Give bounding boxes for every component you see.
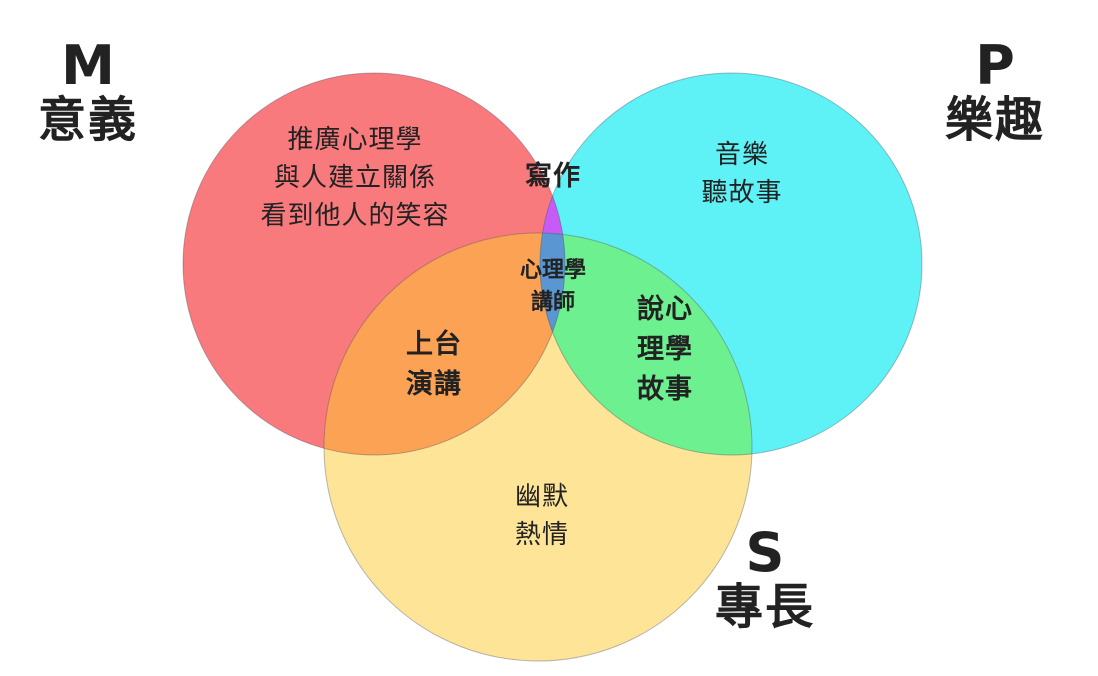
region-p-s-line: 說心: [637, 294, 693, 325]
region-m-s-line: 上台: [406, 329, 462, 360]
region-m-only-line: 看到他人的笑容: [260, 201, 450, 231]
region-p-s-line: 故事: [637, 374, 693, 405]
label-m: M 意義: [28, 34, 148, 148]
region-center-line: 講師: [530, 290, 575, 315]
label-p: P 樂趣: [930, 34, 1060, 148]
region-m-only-line: 推廣心理學: [287, 125, 423, 155]
outline-s: [323, 232, 753, 662]
region-s-only-line: 熱情: [514, 520, 569, 550]
region-center-line: 心理學: [519, 258, 586, 283]
region-p-s-line: 理學: [637, 334, 693, 365]
region-m-p-text: 寫作: [503, 157, 603, 197]
label-p-letter: P: [975, 34, 1015, 97]
label-s-word: 專長: [714, 578, 815, 635]
outline-p: [539, 72, 923, 456]
region-s-only-line: 幽默: [514, 482, 569, 512]
region-s-only-text: 幽默 熱情: [482, 478, 602, 554]
label-m-letter: M: [61, 34, 115, 97]
region-p-only-line: 音樂: [714, 140, 769, 170]
region-m-s-text: 上台 演講: [384, 325, 484, 405]
region-p-only-text: 音樂 聽故事: [662, 136, 822, 212]
region-m-p-line: 寫作: [525, 161, 581, 192]
label-s: S 專長: [700, 521, 830, 635]
label-s-letter: S: [745, 521, 785, 584]
region-p-only-line: 聽故事: [701, 178, 783, 208]
region-m-only-line: 與人建立關係: [273, 163, 436, 193]
label-p-word: 樂趣: [944, 91, 1045, 148]
region-center-text: 心理學 講師: [498, 255, 608, 319]
region-p-s-text: 說心 理學 故事: [615, 290, 715, 410]
label-m-word: 意義: [37, 91, 138, 148]
region-p-s: [540, 233, 752, 455]
outline-m: [182, 72, 566, 456]
region-m-only-text: 推廣心理學 與人建立關係 看到他人的笑容: [225, 121, 485, 235]
region-m-s-line: 演講: [406, 369, 462, 400]
